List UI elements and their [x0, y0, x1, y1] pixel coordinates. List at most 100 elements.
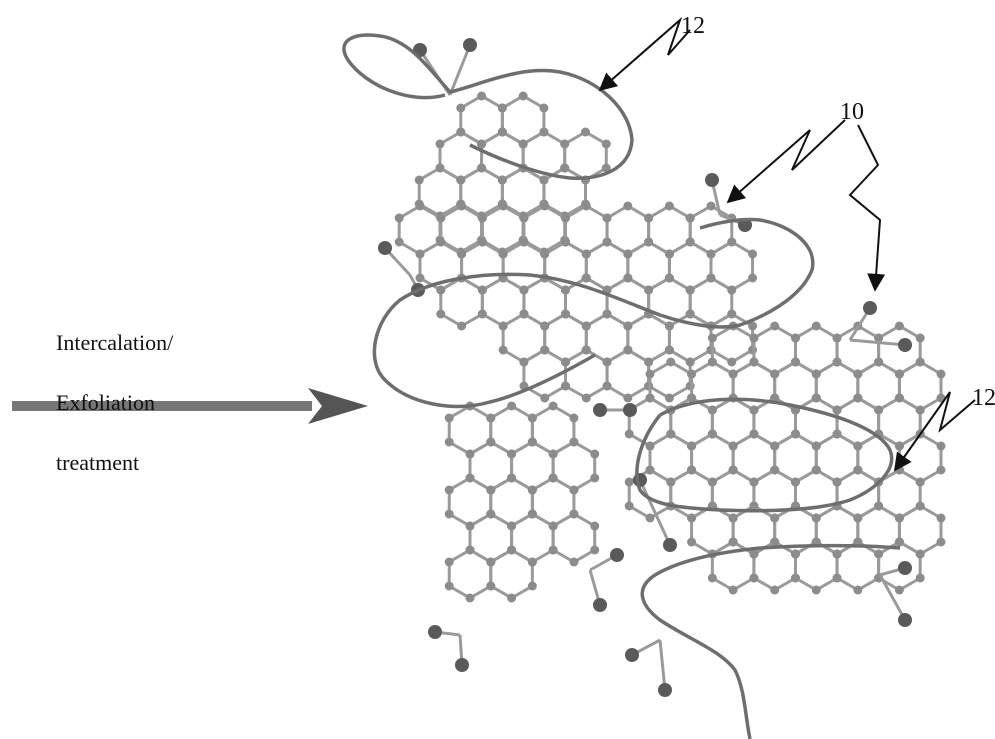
carbon-atom	[853, 369, 863, 379]
carbon-atom	[666, 357, 676, 367]
carbon-atom	[623, 321, 633, 331]
carbon-atom	[624, 501, 634, 511]
carbon-atom	[602, 309, 612, 319]
carbon-atom	[602, 237, 612, 247]
carbon-atom	[770, 321, 780, 331]
carbon-atom	[790, 357, 800, 367]
carbon-atom	[540, 249, 550, 259]
carbon-atom	[790, 573, 800, 583]
benzene-ring	[447, 548, 493, 600]
oxygen-atom	[593, 598, 607, 612]
carbon-atom	[748, 273, 758, 283]
carbon-atom	[436, 309, 446, 319]
carbon-atom	[507, 593, 517, 603]
functional-groups	[378, 38, 912, 697]
carbon-atom	[874, 405, 884, 415]
carbon-atom	[770, 585, 780, 595]
carbon-atom	[590, 473, 600, 483]
carbon-atom	[727, 237, 737, 247]
carbon-atom	[832, 333, 842, 343]
carbon-atom	[894, 513, 904, 523]
functional-group-bond	[383, 246, 420, 291]
carbon-atom	[685, 357, 695, 367]
carbon-atom	[728, 513, 738, 523]
leader-10-right	[848, 124, 886, 292]
carbon-atom	[874, 501, 884, 511]
carbon-atom	[685, 213, 695, 223]
carbon-atom	[623, 345, 633, 355]
carbon-atom	[477, 213, 487, 223]
carbon-atom	[560, 381, 570, 391]
carbon-atom	[853, 585, 863, 595]
carbon-atom	[477, 91, 487, 101]
caption-line-1: Intercalation/	[56, 330, 174, 355]
carbon-atom	[444, 413, 454, 423]
carbon-atom	[936, 369, 946, 379]
carbon-atom	[790, 549, 800, 559]
carbon-atom	[394, 213, 404, 223]
carbon-atom	[560, 163, 570, 173]
carbon-atom	[507, 401, 517, 411]
carbon-atom	[727, 357, 737, 367]
carbon-atom	[853, 441, 863, 451]
carbon-atom	[664, 249, 674, 259]
carbon-atom	[497, 103, 507, 113]
label-12-right: 12	[972, 386, 995, 410]
caption-line-2: Exfoliation	[56, 390, 155, 415]
carbon-atom	[770, 465, 780, 475]
carbon-atom	[915, 405, 925, 415]
oxygen-atom	[898, 613, 912, 627]
carbon-atom	[727, 285, 737, 295]
carbon-atom	[687, 369, 697, 379]
oxygen-atom	[898, 338, 912, 352]
carbon-atom	[749, 429, 759, 439]
carbon-atom	[666, 477, 676, 487]
carbon-atom	[623, 201, 633, 211]
functional-group-bond	[588, 553, 618, 606]
carbon-atom	[915, 549, 925, 559]
carbon-atom	[915, 333, 925, 343]
carbon-atom	[527, 413, 537, 423]
carbon-atom	[664, 393, 674, 403]
carbon-atom	[707, 477, 717, 487]
carbon-atom	[540, 393, 550, 403]
carbon-atom	[894, 585, 904, 595]
oxygen-atom	[593, 403, 607, 417]
treatment-arrow-head	[308, 388, 368, 424]
carbon-atom	[580, 127, 590, 137]
carbon-atom	[569, 509, 579, 519]
carbon-atom	[811, 441, 821, 451]
carbon-atom	[560, 237, 570, 247]
polymer-chain-right	[635, 397, 894, 513]
carbon-atom	[915, 501, 925, 511]
carbon-atom	[811, 369, 821, 379]
carbon-atom	[832, 549, 842, 559]
carbon-atom	[936, 441, 946, 451]
oxygen-atom	[623, 403, 637, 417]
carbon-atom	[456, 127, 466, 137]
carbon-atom	[569, 413, 579, 423]
carbon-atom	[749, 573, 759, 583]
carbon-atom	[581, 321, 591, 331]
carbon-atom	[770, 537, 780, 547]
benzene-ring	[793, 540, 839, 592]
carbon-atom	[465, 545, 475, 555]
carbon-atom	[853, 393, 863, 403]
carbon-atom	[394, 237, 404, 247]
carbon-atom	[590, 521, 600, 531]
carbon-atom	[527, 437, 537, 447]
carbon-atom	[664, 273, 674, 283]
carbon-atom	[645, 513, 655, 523]
carbon-atom	[477, 309, 487, 319]
carbon-atom	[602, 213, 612, 223]
carbon-atom	[832, 405, 842, 415]
carbon-atom	[444, 581, 454, 591]
carbon-atom	[602, 357, 612, 367]
carbon-atom	[519, 237, 529, 247]
carbon-atom	[728, 369, 738, 379]
carbon-atom	[832, 429, 842, 439]
carbon-atom	[548, 545, 558, 555]
carbon-atom	[486, 485, 496, 495]
benzene-ring	[551, 512, 597, 564]
caption-line-3: treatment	[56, 450, 140, 475]
